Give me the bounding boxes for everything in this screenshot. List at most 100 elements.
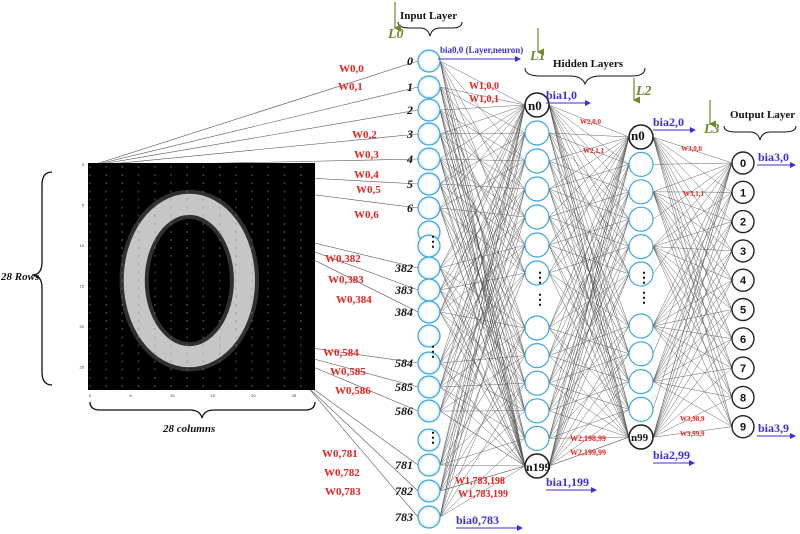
pixel-value: 0 <box>154 270 156 274</box>
hidden-layer-2-nodes <box>628 124 654 450</box>
pixel-value: 0 <box>235 181 237 185</box>
connection-line <box>439 160 526 291</box>
connection-line <box>439 244 526 313</box>
pixel-value: 0 <box>267 335 269 339</box>
connection-line <box>548 104 630 327</box>
pixel-value: 0 <box>219 287 221 291</box>
pixel-value: 0 <box>170 279 172 283</box>
x-tick-label: 20 <box>251 393 256 398</box>
hidden1-neuron <box>524 204 550 230</box>
pixel-value: 0 <box>251 311 253 315</box>
pixel-value: 0 <box>284 368 286 372</box>
pixel-value: 0 <box>186 351 188 355</box>
hidden2-neuron <box>628 369 654 395</box>
columns-label: 28 columns <box>162 423 215 435</box>
connection-line <box>652 162 733 193</box>
pixel-value: 0 <box>219 335 221 339</box>
pixel-value: 0 <box>121 181 123 185</box>
pixel-value: 0 <box>89 335 91 339</box>
input-weight-label: W0,781 <box>322 448 358 460</box>
input-neuron <box>417 428 441 452</box>
connection-line <box>548 160 630 327</box>
columns-brace <box>89 401 316 419</box>
pixel-value: 0 <box>154 319 156 323</box>
pixel-value: 0 <box>219 295 221 299</box>
pixel-value: 0 <box>154 295 156 299</box>
pixel-value: 0 <box>89 181 91 185</box>
pixel-value: 0 <box>138 214 140 218</box>
hidden2-neuron <box>628 341 654 367</box>
input-weight-label: W0,2 <box>352 129 377 141</box>
output-layer-nodes <box>731 151 755 439</box>
output-index-label: 8 <box>740 392 746 404</box>
connection-line <box>652 221 733 438</box>
pixel-value: 0 <box>138 335 140 339</box>
hidden1-neuron <box>524 92 550 118</box>
pixel-value: 0 <box>154 262 156 266</box>
pixel-value: 0 <box>284 165 286 169</box>
pixel-value: 0 <box>267 279 269 283</box>
pixel-value: 0 <box>235 343 237 347</box>
output-neuron <box>731 209 755 234</box>
input-weight-label: W0,0 <box>339 63 364 75</box>
connection-line <box>439 383 526 466</box>
hidden2-to-output-connections <box>652 136 733 438</box>
pixel-value: 0 <box>121 376 123 380</box>
input-index-label: 2 <box>406 103 413 117</box>
pixel-value: 0 <box>89 351 91 355</box>
connection-line <box>652 367 733 438</box>
pixel-value: 0 <box>203 254 205 258</box>
pixel-value: 0 <box>105 368 107 372</box>
pixel-value: 0 <box>267 303 269 307</box>
connection-line <box>652 192 733 247</box>
pixel-value: 0 <box>300 343 302 347</box>
connection-line <box>439 386 526 439</box>
output-index-label: 5 <box>740 305 746 317</box>
pixel-value: 0 <box>154 238 156 242</box>
connection-line <box>439 207 526 467</box>
y-tick-label: 10 <box>80 243 85 248</box>
pixel-value: 0 <box>138 279 140 283</box>
pixel-value: 0 <box>186 254 188 258</box>
weight-w1783199: W1,783,199 <box>458 489 508 500</box>
output-neuron <box>731 180 755 205</box>
pixel-value: 0 <box>235 303 237 307</box>
connection-line <box>439 132 526 313</box>
connection-line <box>652 192 733 438</box>
weight-w311: W3,1,1 <box>683 190 705 198</box>
pixel-value: 0 <box>138 270 140 274</box>
pixel-value: 0 <box>235 295 237 299</box>
connection-line <box>439 327 526 518</box>
connection-line <box>548 188 630 438</box>
connection-line <box>652 246 733 310</box>
pixel-value: 0 <box>138 173 140 177</box>
connection-line <box>652 325 733 427</box>
pixel-value: 0 <box>235 214 237 218</box>
connection-line <box>548 132 630 220</box>
connection-line <box>439 104 526 313</box>
pixel-value: 0 <box>251 303 253 307</box>
y-tick-label: 25 <box>80 365 85 370</box>
pixel-value: 0 <box>154 303 156 307</box>
pixel-value: 0 <box>300 360 302 364</box>
hidden1-neuron <box>524 148 550 174</box>
pixel-value: 0 <box>267 222 269 226</box>
connection-line <box>439 289 526 411</box>
pixel-value: 0 <box>105 165 107 169</box>
connection-line <box>439 311 526 467</box>
connection-line <box>439 60 526 106</box>
connection-line <box>548 136 630 356</box>
input-to-hidden1-connections <box>439 60 526 518</box>
connection-line <box>439 386 526 467</box>
pixel-value: 0 <box>89 173 91 177</box>
pixel-value: 0 <box>121 206 123 210</box>
connection-line <box>652 191 733 310</box>
pixel-value: 0 <box>170 197 172 201</box>
input-neuron <box>417 300 441 324</box>
connection-line <box>652 136 733 398</box>
pixel-value: 0 <box>105 311 107 315</box>
input-index-label: 781 <box>395 458 413 472</box>
weight-w398: W3,98,9 <box>680 415 705 423</box>
pixel-value: 0 <box>138 230 140 234</box>
